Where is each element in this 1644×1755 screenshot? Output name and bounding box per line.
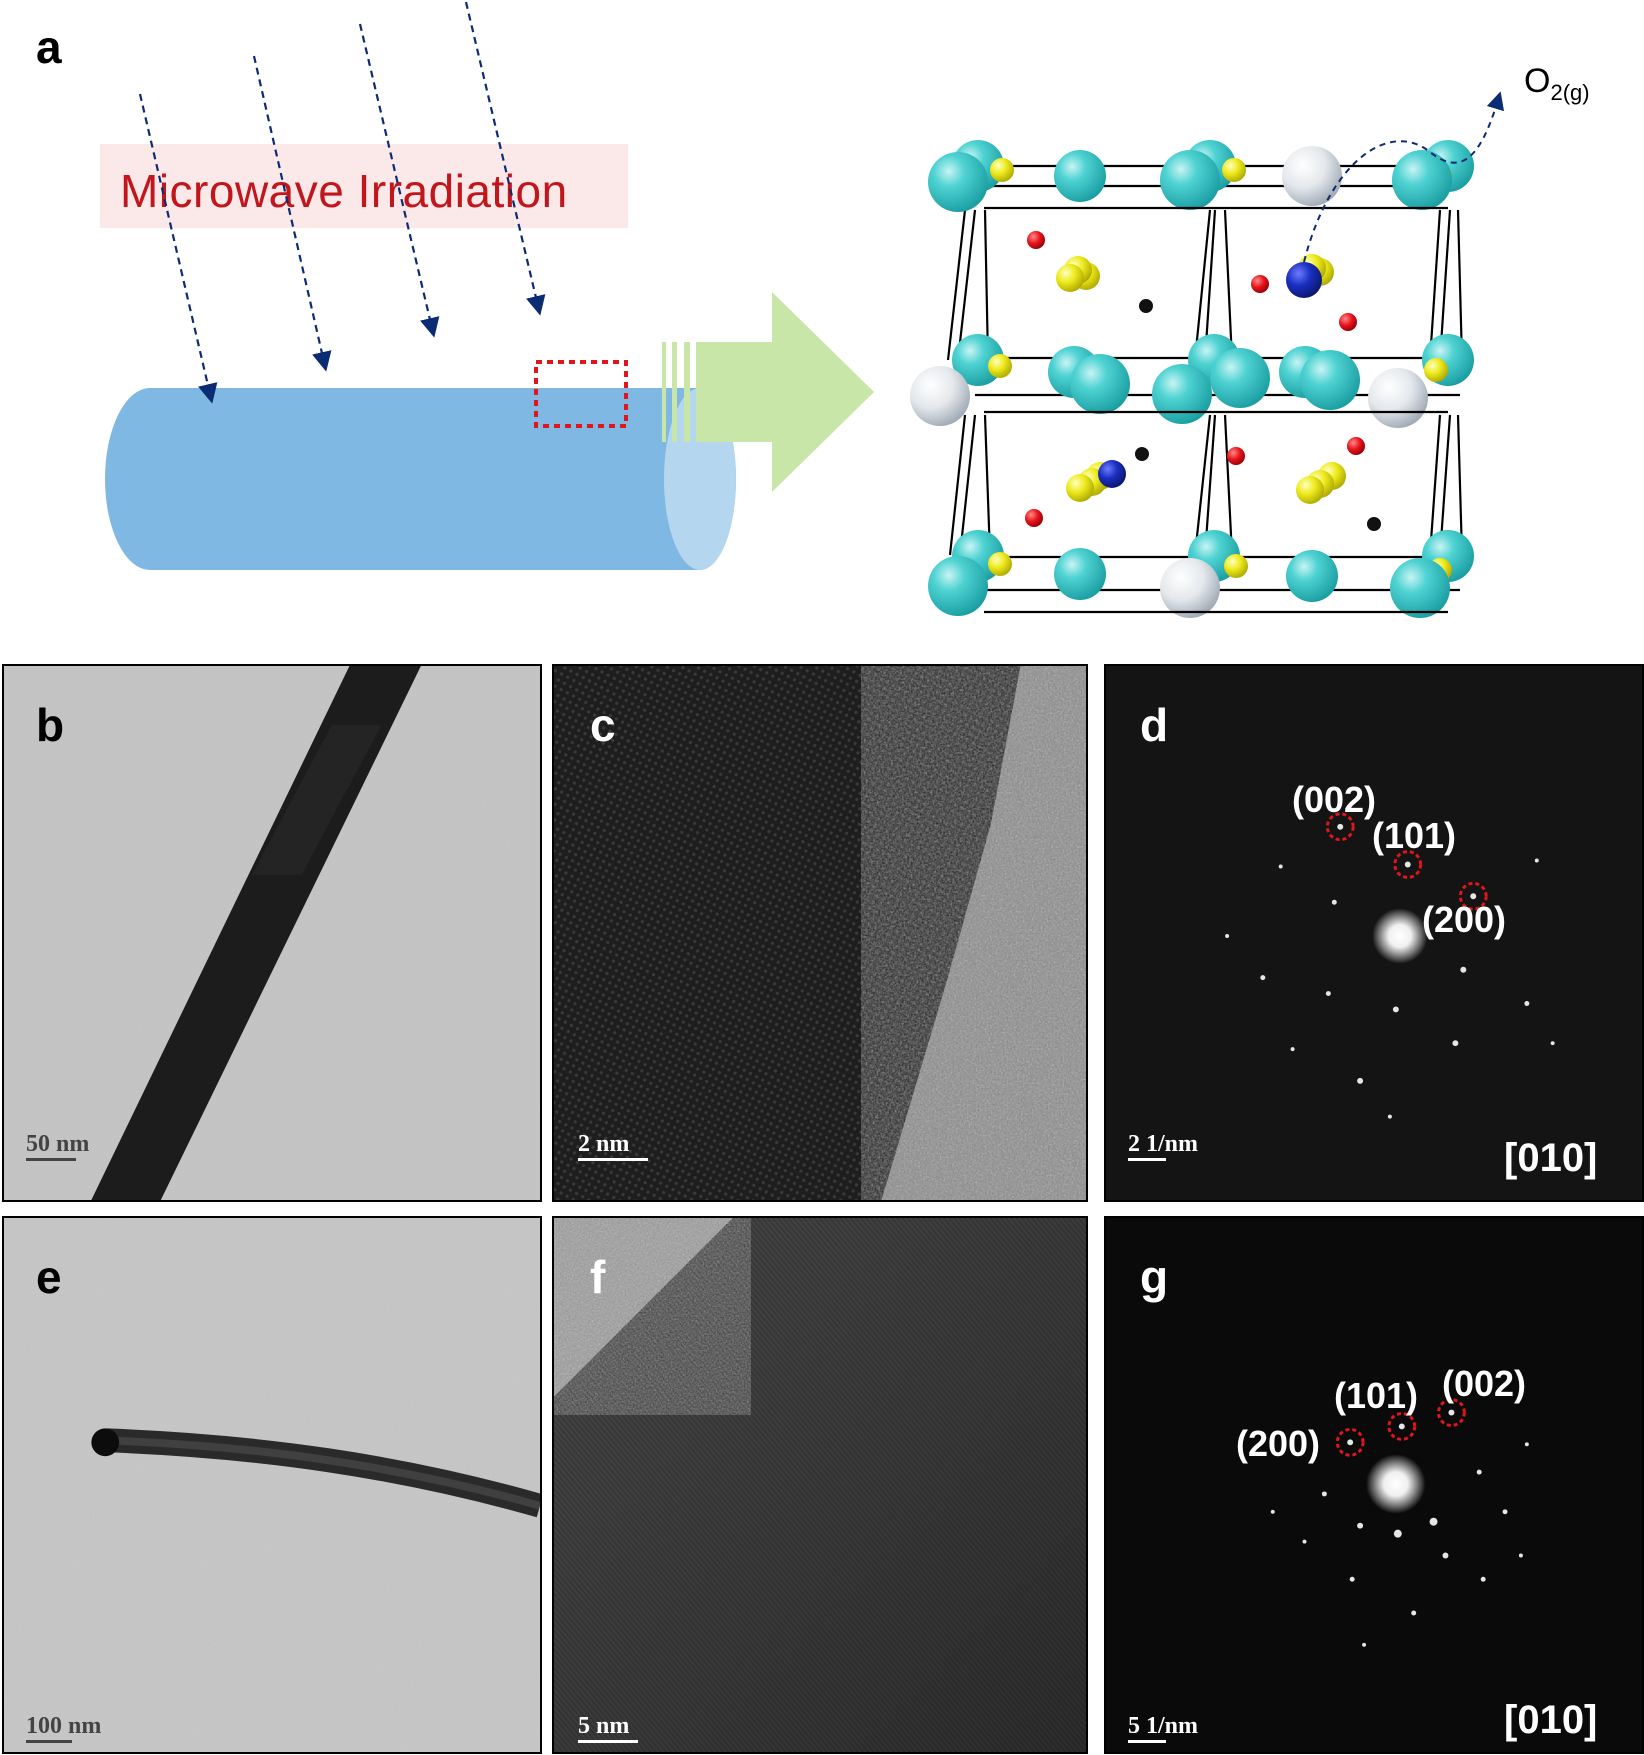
panel-a-label: a (36, 21, 62, 73)
panel-c-image (552, 664, 1088, 1202)
panel-g-image (1104, 1216, 1644, 1754)
panel-g-label: g (1140, 1251, 1169, 1303)
panel-c-scale-bar (578, 1158, 648, 1161)
panel-d-zone-axis: [010] (1504, 1136, 1598, 1180)
panel-d-spot-label-1: (002) (1292, 779, 1377, 820)
panel-g-scale-bar (1128, 1740, 1166, 1743)
panel-b-label: b (36, 699, 65, 751)
panel-f-label: f (590, 1251, 606, 1303)
panel-d-scale-bar (1128, 1158, 1166, 1161)
panel-e-label: e (36, 1251, 62, 1303)
panel-f-scale-bar (578, 1740, 638, 1743)
panel-d-image (1104, 664, 1644, 1202)
panel-c-scale-label: 2 nm (578, 1131, 630, 1157)
panel-e-image (2, 1216, 542, 1754)
panel-c-label: c (590, 699, 616, 751)
panel-b-image (2, 664, 542, 1202)
panel-d-spot-label-2: (101) (1372, 815, 1457, 856)
schematic-drawing (105, 1, 1505, 618)
panel-d-spot-label-3: (200) (1422, 899, 1507, 940)
panel-b-scale-bar (26, 1158, 76, 1161)
panel-g-spot-label-3: (200) (1236, 1423, 1321, 1464)
panel-d-scale-label: 2 1/nm (1128, 1131, 1199, 1157)
selection-box (534, 360, 628, 428)
oxygen-gas-label: O2(g) (1524, 62, 1590, 106)
nanowire-cylinder (105, 388, 736, 570)
panel-e-scale-bar (26, 1740, 72, 1743)
panel-f-scale-label: 5 nm (578, 1713, 630, 1739)
panel-e-scale-label: 100 nm (26, 1713, 102, 1739)
panel-f-image (552, 1216, 1088, 1754)
panel-g-spot-label-1: (101) (1334, 1375, 1419, 1416)
panel-g-scale-label: 5 1/nm (1128, 1713, 1199, 1739)
banner-background (100, 144, 628, 228)
transition-arrow (662, 292, 874, 492)
oxygen-escape-path (1303, 91, 1505, 263)
oxygen-symbol: O (1524, 62, 1551, 100)
oxygen-subscript: 2(g) (1550, 79, 1590, 105)
panel-g-spot-label-2: (002) (1442, 1363, 1527, 1404)
crystal-lattice (910, 140, 1474, 618)
panel-b-scale-label: 50 nm (26, 1131, 90, 1157)
banner-text: Microwave Irradiation (120, 165, 568, 217)
panel-d-label: d (1140, 699, 1169, 751)
panel-g-zone-axis: [010] (1504, 1698, 1598, 1742)
microwave-rays (138, 1, 546, 404)
